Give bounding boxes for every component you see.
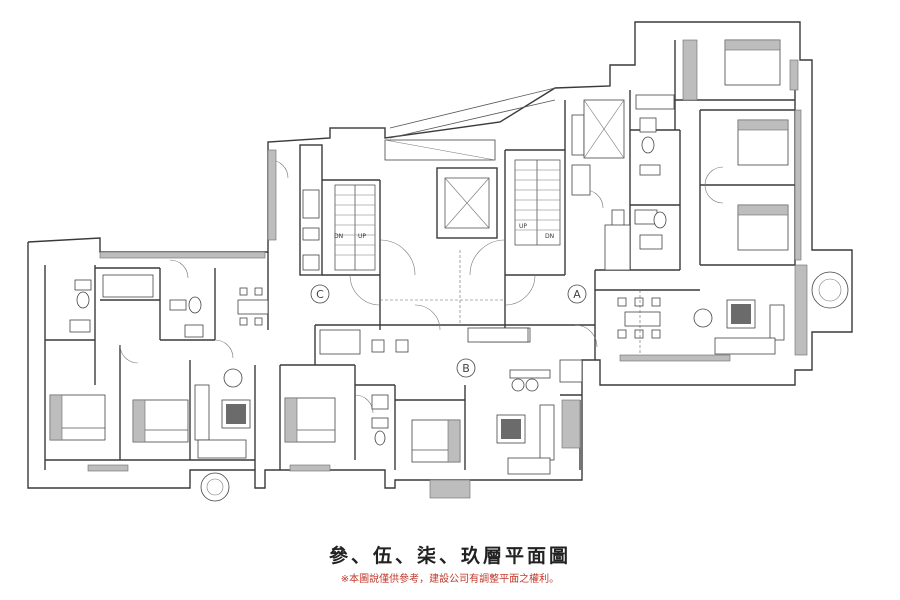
door-swings xyxy=(119,159,724,414)
stairs-c: DN UP xyxy=(334,184,376,271)
overhead-lines xyxy=(380,250,641,355)
living-furniture xyxy=(194,287,785,475)
stair-up-label: UP xyxy=(358,233,366,240)
stair-dn-label: DN xyxy=(334,233,343,240)
kitchens xyxy=(319,224,631,383)
svg-text:B: B xyxy=(462,362,470,375)
disclaimer-note: ※本圖說僅供參考，建設公司有調整平面之權利。 xyxy=(340,574,560,585)
unit-label-a: A xyxy=(567,284,587,304)
unit-label-b: B xyxy=(456,358,476,378)
svg-text:A: A xyxy=(573,288,581,301)
plan-title: 參、伍、柒、玖層平面圖 xyxy=(328,545,571,567)
svg-text:C: C xyxy=(316,288,324,301)
unit-labels: C A B xyxy=(310,284,587,378)
balconies xyxy=(87,39,849,502)
interior-walls xyxy=(44,40,796,470)
stair-dn-label-a: DN xyxy=(545,233,554,240)
floor-plan: DN UP UP DN xyxy=(27,21,853,502)
stairs-a: UP DN xyxy=(514,159,561,246)
building-outline xyxy=(27,21,853,489)
unit-label-c: C xyxy=(310,284,330,304)
beds xyxy=(49,39,789,463)
stair-up-label-a: UP xyxy=(519,223,527,230)
